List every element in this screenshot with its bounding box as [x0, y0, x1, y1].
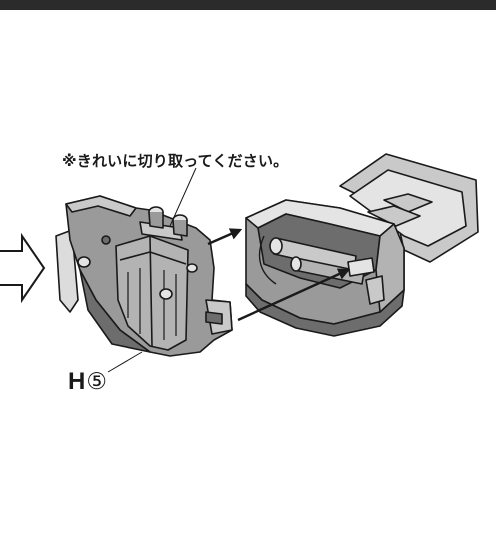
part-letter: H	[68, 368, 86, 395]
step-arrow-icon	[0, 232, 46, 304]
insert-arrow-icon	[207, 228, 351, 322]
header-bar	[0, 0, 496, 10]
part-h5	[55, 195, 233, 357]
note-leader-line	[169, 167, 197, 227]
part-number: ⑤	[86, 368, 107, 394]
cut-instruction-note: ※きれいに切り取ってください。	[62, 152, 289, 170]
part-label: H⑤	[68, 368, 107, 396]
part-leader-line	[107, 351, 143, 373]
housing-part	[245, 153, 479, 337]
